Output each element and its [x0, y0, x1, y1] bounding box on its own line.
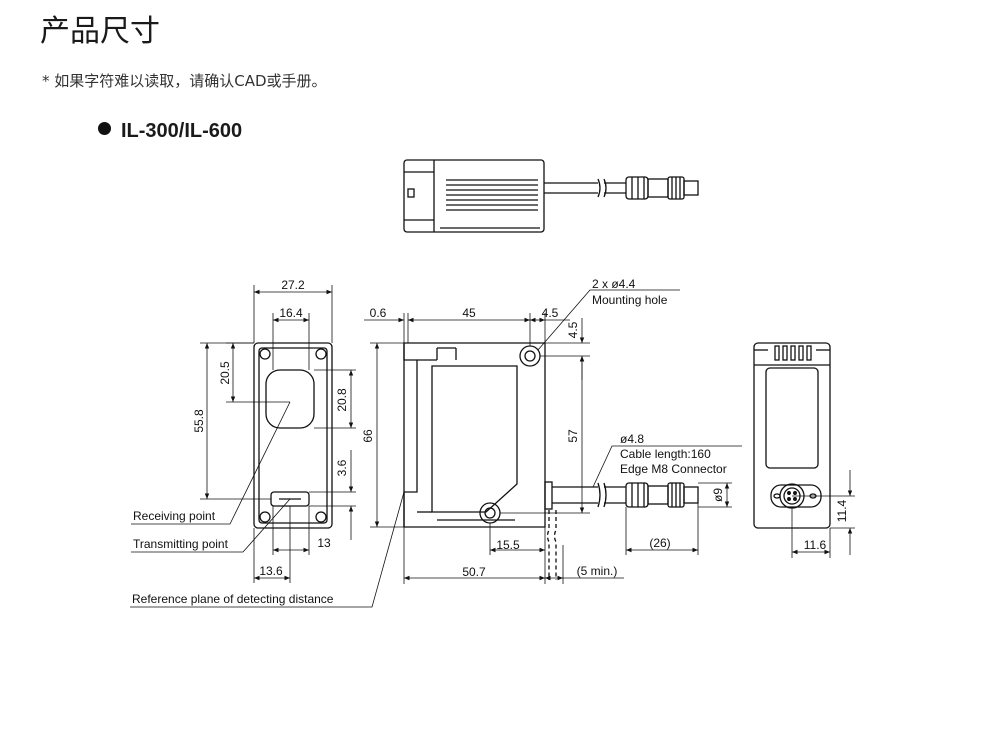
- page-title: 产品尺寸: [40, 14, 160, 49]
- rear-view-dims: [791, 470, 855, 558]
- dimension-labels: 27.2 16.4 20.5 55.8 20.8 3.6 13 13.6 0.6…: [132, 277, 849, 606]
- side-view-dims: [130, 289, 742, 608]
- cad-note: * 如果字符难以读取，请确认CAD或手册。: [42, 72, 327, 90]
- dim-55-8: 55.8: [192, 409, 206, 433]
- transmitting-point-label: Transmitting point: [133, 537, 229, 551]
- receiving-point-label: Receiving point: [133, 509, 216, 523]
- dim-13: 13: [317, 536, 331, 550]
- dim-11-6: 11.6: [804, 538, 827, 552]
- front-view: [253, 342, 333, 529]
- dim-57: 57: [566, 429, 580, 443]
- dim-16-4: 16.4: [279, 306, 303, 320]
- model-heading: IL-300/IL-600: [98, 120, 242, 143]
- dim-4-5-vertical: 4.5: [566, 321, 580, 338]
- side-view: [403, 342, 699, 580]
- dim-3-6: 3.6: [335, 459, 349, 476]
- dim-66: 66: [361, 429, 375, 443]
- bullet-icon: [98, 122, 111, 135]
- mounting-hole-label: Mounting hole: [592, 293, 668, 307]
- dim-dia-9: ø9: [711, 488, 725, 502]
- model-name: IL-300/IL-600: [121, 120, 243, 142]
- dim-50-7: 50.7: [462, 565, 486, 579]
- front-view-dims: [131, 285, 356, 583]
- dim-45: 45: [462, 306, 476, 320]
- cable-connector: Edge M8 Connector: [620, 462, 727, 476]
- mounting-hole-size: 2 x ø4.4: [592, 277, 636, 291]
- dim-20-8: 20.8: [335, 388, 349, 412]
- dim-0-6: 0.6: [370, 306, 387, 320]
- cable-diameter: ø4.8: [620, 432, 644, 446]
- dim-26: (26): [649, 536, 670, 550]
- dim-4-5-horizontal: 4.5: [542, 306, 559, 320]
- dim-20-5: 20.5: [218, 361, 232, 385]
- dim-5-min: (5 min.): [577, 564, 618, 578]
- rear-view: [753, 342, 831, 529]
- cable-length: Cable length:160: [620, 447, 711, 461]
- dim-13-6: 13.6: [259, 564, 283, 578]
- dim-11-4: 11.4: [835, 499, 849, 522]
- dim-27-2: 27.2: [281, 278, 305, 292]
- reference-plane-label: Reference plane of detecting distance: [132, 592, 334, 606]
- perspective-view: [403, 159, 699, 233]
- dim-15-5: 15.5: [496, 538, 520, 552]
